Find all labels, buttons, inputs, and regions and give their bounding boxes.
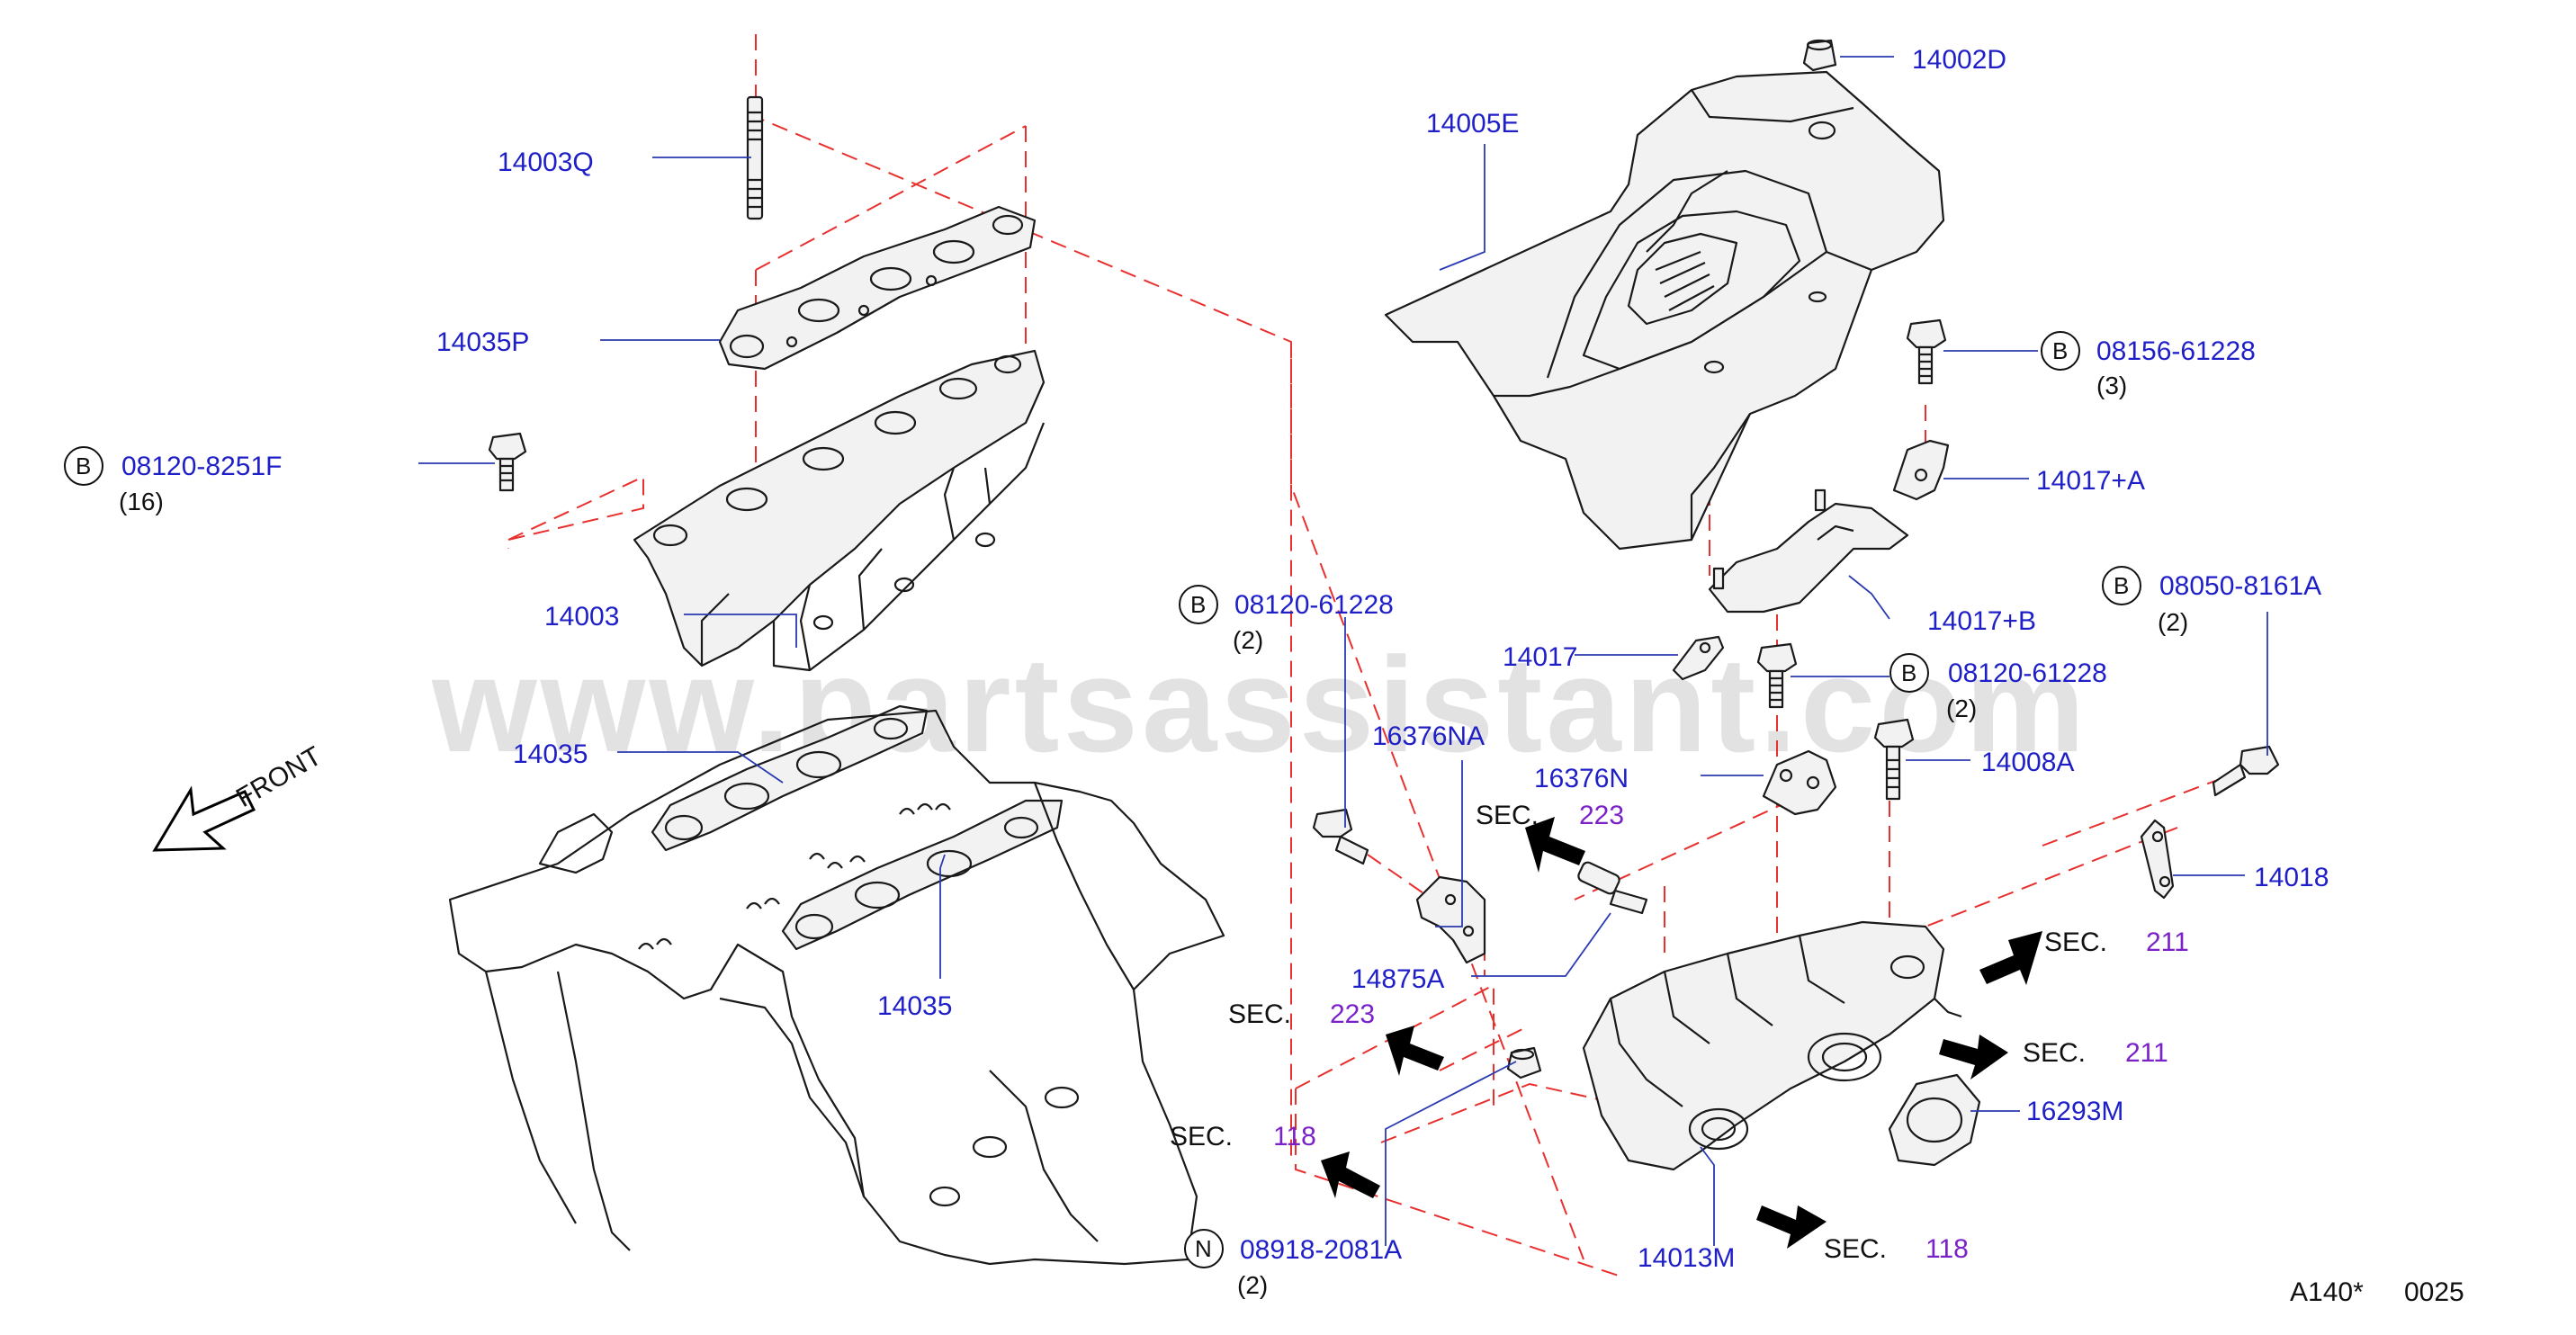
label-16293M: 16293M: [2026, 1097, 2123, 1126]
sec-118-b-number: 118: [1925, 1234, 1969, 1264]
callout-part-08120-61228-b: 08120-61228: [1948, 659, 2107, 688]
label-14013M: 14013M: [1638, 1243, 1735, 1273]
callout-letter: B: [76, 452, 91, 479]
callout-08120-61228-a: B 08120-61228 (2): [1179, 585, 1394, 654]
callout-qty-08050-8161A: (2): [2158, 608, 2188, 636]
label-14035-left: 14035: [513, 739, 588, 769]
callout-08120-61228-b: B 08120-61228 (2): [1889, 653, 2107, 722]
part-labels: 14002D 14005E 14003Q 14035P 14003 14035 …: [436, 45, 2329, 1273]
label-16376N: 16376N: [1534, 764, 1629, 793]
clip-14017-drawing: [1672, 635, 1725, 681]
sec-223-a-number: 223: [1579, 801, 1624, 830]
bolt-08050-8161A-drawing: [2212, 745, 2280, 797]
sec-223-a-label: SEC.: [1476, 801, 1539, 830]
arrow-to-sec-118-b-icon: [1756, 1205, 1827, 1249]
sec-118-b-label: SEC.: [1824, 1234, 1887, 1264]
engine-cover-14005E-drawing: [1384, 70, 1945, 551]
callout-08156-61228: B 08156-61228 (3): [2041, 331, 2256, 399]
leader-lines: [418, 56, 2268, 1246]
bracket-16376N-drawing: [1762, 749, 1837, 816]
arrow-to-sec-223-b-icon: [1386, 1026, 1444, 1076]
label-14017A: 14017+A: [2036, 466, 2145, 496]
callout-08050-8161A: B 08050-8161A (2): [2102, 566, 2321, 636]
callout-letter: B: [2052, 337, 2068, 364]
callout-letter: B: [1901, 659, 1916, 686]
label-14035-right: 14035: [877, 991, 952, 1021]
callout-08120-8251F: B 08120-8251F (16): [64, 446, 282, 515]
arrow-to-sec-211-a-icon: [1979, 931, 2042, 985]
callout-qty-08156: (3): [2096, 372, 2127, 399]
label-14017: 14017: [1503, 642, 1577, 672]
sec-118-a-label: SEC.: [1170, 1122, 1233, 1151]
sec-211-a-number: 211: [2146, 927, 2189, 957]
engine-block-drawing: [448, 709, 1225, 1266]
label-14875A: 14875A: [1351, 964, 1444, 994]
callout-part-08120-61228-a: 08120-61228: [1234, 590, 1394, 620]
label-14003: 14003: [544, 602, 619, 632]
arrow-to-sec-223-a-icon: [1525, 817, 1585, 873]
bracket-16376NA-drawing: [1415, 875, 1486, 964]
label-14008A: 14008A: [1981, 748, 2074, 777]
nut-08918-2081A-drawing: [1506, 1046, 1542, 1080]
section-arrows: [152, 785, 2042, 1249]
label-14005E: 14005E: [1426, 109, 1519, 139]
front-arrow-icon: [152, 785, 256, 852]
sec-118-a-number: 118: [1273, 1122, 1316, 1151]
label-14035P: 14035P: [436, 327, 529, 357]
callout-08918-2081A: N 08918-2081A (2): [1184, 1229, 1402, 1299]
callout-letter: B: [2114, 572, 2129, 599]
gasket-14035-left-drawing: [651, 704, 929, 852]
stud-bolt-14008A-drawing: [1873, 718, 1915, 801]
bracket-14017B-drawing: [1708, 488, 1909, 614]
diagram-number: 0025: [2404, 1277, 2464, 1307]
label-14017B: 14017+B: [1927, 606, 2036, 636]
bolt-08120-61228-b-drawing: [1756, 642, 1798, 709]
gasket-14035-right-drawing: [781, 799, 1064, 951]
callout-part-08918-2081A: 08918-2081A: [1240, 1235, 1402, 1265]
bolt-08156-61228-drawing: [1906, 318, 1947, 385]
callout-qty-08918-2081A: (2): [1237, 1271, 1268, 1299]
gasket-16293M-drawing: [1888, 1073, 1981, 1167]
callout-letter: N: [1195, 1235, 1212, 1262]
intake-manifold-14003-drawing: [633, 349, 1046, 672]
callout-part-08156: 08156-61228: [2096, 336, 2256, 366]
arrow-to-sec-211-b-icon: [1939, 1035, 2008, 1080]
callout-letter: B: [1190, 591, 1206, 618]
nut-14002D-drawing: [1802, 39, 1837, 72]
callout-qty-08120-61228-b: (2): [1946, 694, 1977, 722]
gasket-14035P-drawing: [718, 205, 1037, 371]
sec-223-b-number: 223: [1330, 999, 1375, 1029]
clip-14018-drawing: [2140, 819, 2175, 900]
section-references: SEC. 223 SEC. 223 SEC. 211 SEC. 211 SEC.…: [1170, 801, 2189, 1264]
callout-qty-08120-8251F: (16): [119, 488, 164, 515]
diagram-code: A140*: [2290, 1277, 2364, 1307]
bolt-08120-61228-a-drawing: [1312, 808, 1369, 865]
callout-part-08120-8251F: 08120-8251F: [121, 452, 282, 481]
arrow-to-sec-118-a-icon: [1321, 1151, 1380, 1198]
bolt-08120-8251F-drawing: [488, 432, 527, 492]
label-16376NA: 16376NA: [1372, 721, 1485, 751]
adapter-14013M-drawing: [1582, 920, 1962, 1171]
callout-qty-08120-61228-a: (2): [1233, 626, 1263, 654]
label-14018: 14018: [2254, 863, 2329, 892]
sec-211-a-label: SEC.: [2044, 927, 2107, 957]
sec-211-b-number: 211: [2125, 1038, 2168, 1068]
callout-part-08050-8161A: 08050-8161A: [2159, 571, 2321, 601]
front-label: FRONT: [231, 741, 327, 813]
label-14003Q: 14003Q: [498, 148, 594, 177]
sec-223-b-label: SEC.: [1228, 999, 1291, 1029]
bracket-14017A-drawing: [1892, 439, 1950, 501]
sensor-14875A-drawing: [1577, 861, 1648, 915]
sec-211-b-label: SEC.: [2023, 1038, 2086, 1068]
label-14002D: 14002D: [1912, 45, 2006, 75]
